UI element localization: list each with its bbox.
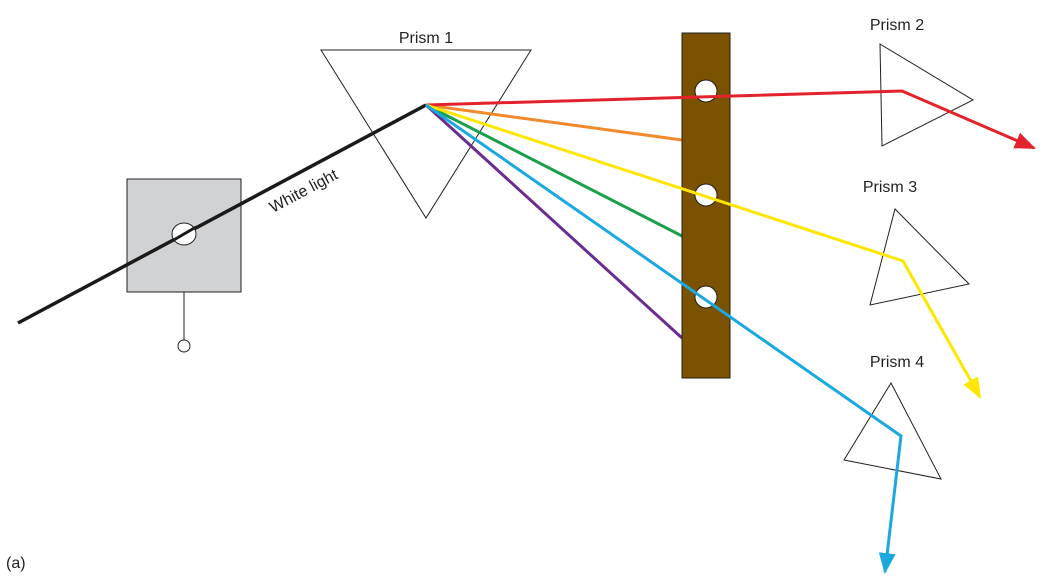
yellow-ray — [425, 103, 982, 399]
prism-3 — [869, 208, 970, 306]
prism-4 — [843, 381, 942, 480]
green-ray — [425, 103, 683, 238]
prism-1 — [320, 49, 532, 219]
orange-ray — [425, 103, 683, 142]
prism-2 — [879, 43, 975, 147]
panel-label: (a) — [6, 555, 26, 572]
prism-1-label: Prism 1 — [399, 30, 453, 47]
prism-2-label: Prism 2 — [870, 17, 924, 34]
white-light-beam — [17, 103, 427, 325]
white-light-label: White light — [267, 166, 341, 216]
prism-3-label: Prism 3 — [863, 179, 917, 196]
violet-ray — [424, 103, 684, 340]
red-ray — [425, 89, 1036, 150]
screen-hole-red — [694, 79, 718, 103]
prism-4-label: Prism 4 — [870, 354, 924, 371]
light-source-knob — [177, 339, 191, 353]
blue-ray — [425, 103, 903, 575]
beam-through-aperture — [171, 225, 197, 243]
